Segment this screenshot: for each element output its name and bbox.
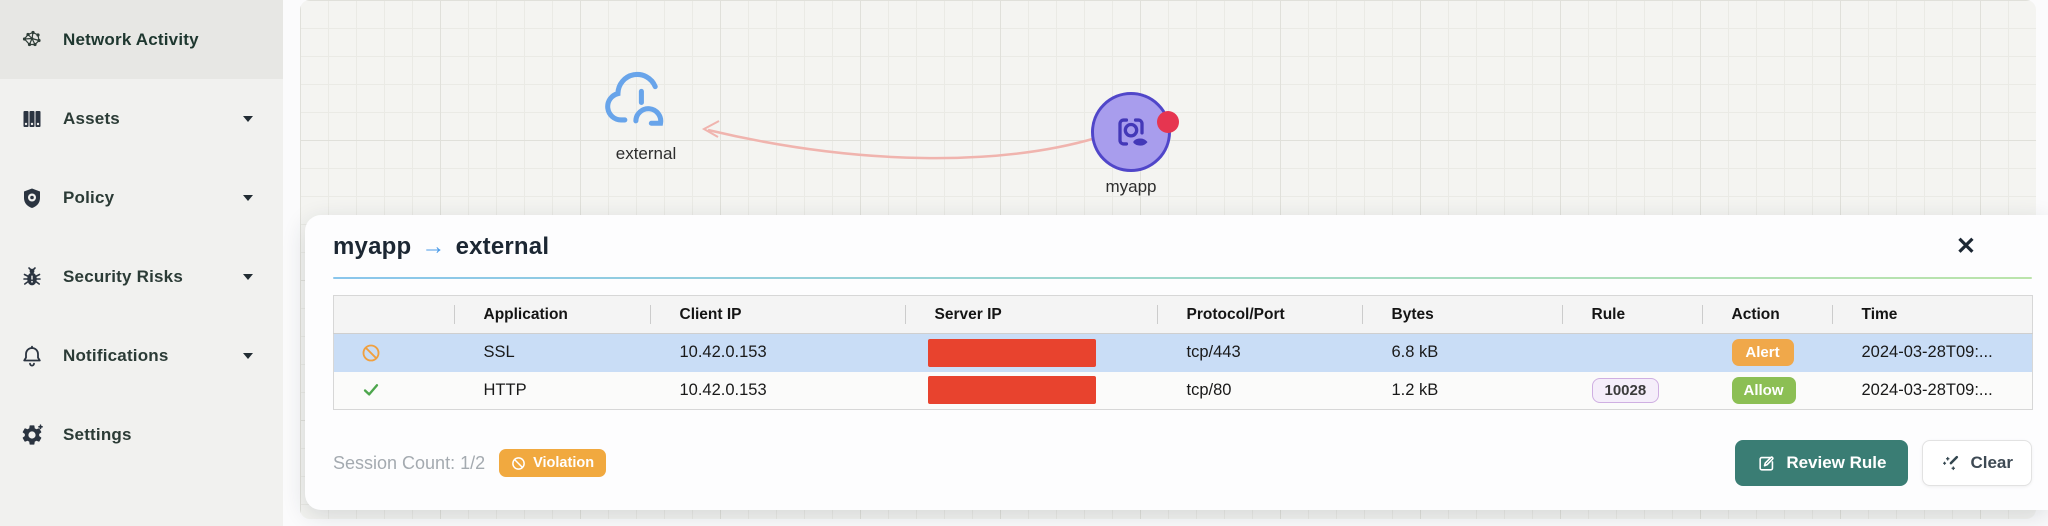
traffic-edge[interactable] xyxy=(707,128,1097,160)
col-header-protocol-port: Protocol/Port xyxy=(1156,295,1362,334)
cell-action: Alert xyxy=(1702,334,1832,372)
cell-rule: 10028 xyxy=(1562,372,1702,410)
close-button[interactable]: ✕ xyxy=(1955,233,1976,260)
sidebar-item-settings[interactable]: Settings xyxy=(0,395,283,474)
cell-server-ip xyxy=(905,334,1157,372)
sessions-table: Application Client IP Server IP Protocol… xyxy=(333,295,2033,410)
cell-bytes: 6.8 kB xyxy=(1391,343,1439,362)
sidebar-label: Network Activity xyxy=(63,29,199,49)
chevron-down-icon xyxy=(243,195,253,206)
chevron-down-icon xyxy=(243,353,253,364)
session-count-label: Session Count: 1/2 xyxy=(333,452,486,473)
sidebar-label: Policy xyxy=(63,187,115,207)
clear-label: Clear xyxy=(1970,453,2013,472)
title-source: myapp xyxy=(333,233,412,260)
sidebar-label: Settings xyxy=(63,424,132,444)
violation-label: Violation xyxy=(533,455,595,471)
col-header-rule: Rule xyxy=(1561,295,1702,334)
cell-protocol-port: tcp/443 xyxy=(1186,343,1241,362)
cell-client-ip: 10.42.0.153 xyxy=(679,380,767,399)
policy-shield-icon xyxy=(24,188,40,208)
cell-application: SSL xyxy=(483,343,515,362)
redacted-server-ip xyxy=(927,376,1096,405)
cell-time: 2024-03-28T09:... xyxy=(1861,380,1993,399)
sidebar-label: Security Risks xyxy=(63,266,183,286)
sidebar-item-security-risks[interactable]: Security Risks xyxy=(0,237,283,316)
assets-icon xyxy=(23,110,41,127)
network-brain-icon xyxy=(22,30,41,46)
magic-wand-icon xyxy=(1943,455,1959,470)
sidebar: Network Activity Assets Policy xyxy=(0,0,283,526)
table-row-http[interactable]: HTTP 10.42.0.153 tcp/80 1.2 kB 10028 All… xyxy=(333,371,2033,410)
cloud-icon xyxy=(605,72,664,126)
node-myapp[interactable]: myapp xyxy=(1089,92,1179,197)
alert-dot-badge xyxy=(1157,111,1179,133)
cell-protocol-port: tcp/80 xyxy=(1186,380,1232,399)
allow-badge: Allow xyxy=(1731,376,1796,404)
gear-icon xyxy=(22,423,43,445)
title-target: external xyxy=(455,233,550,260)
edit-pencil-icon xyxy=(1759,455,1774,471)
cell-bytes: 1.2 kB xyxy=(1391,380,1439,399)
cell-time: 2024-03-28T09:... xyxy=(1861,343,1993,362)
sessions-table-wrap: Application Client IP Server IP Protocol… xyxy=(333,295,2033,410)
panel-title: myapp → external xyxy=(333,233,549,261)
col-header-status xyxy=(333,295,454,334)
cell-application: HTTP xyxy=(483,380,527,399)
sidebar-label: Notifications xyxy=(63,345,169,365)
col-header-bytes: Bytes xyxy=(1361,295,1562,334)
container-scan-icon xyxy=(1118,118,1148,146)
table-row-ssl[interactable]: SSL 10.42.0.153 tcp/443 6.8 kB Alert 202… xyxy=(333,333,2033,372)
rule-id-badge: 10028 xyxy=(1591,377,1660,403)
col-header-server-ip: Server IP xyxy=(904,295,1157,334)
col-header-action: Action xyxy=(1701,295,1832,334)
edge-arrowhead-icon xyxy=(701,120,720,138)
status-cell xyxy=(334,372,454,410)
clear-button[interactable]: Clear xyxy=(1922,440,2032,486)
table-header-row: Application Client IP Server IP Protocol… xyxy=(333,295,2033,334)
cell-server-ip xyxy=(905,372,1157,410)
title-arrow-icon: → xyxy=(421,233,446,260)
node-label-myapp: myapp xyxy=(1105,177,1157,196)
session-detail-panel: myapp → external ✕ Application Client IP S… xyxy=(305,215,2048,510)
cell-client-ip: 10.42.0.153 xyxy=(679,343,767,362)
chevron-down-icon xyxy=(243,116,253,127)
sidebar-label: Assets xyxy=(63,108,120,128)
node-external[interactable]: external xyxy=(596,58,696,164)
bell-icon xyxy=(23,345,41,366)
redacted-server-ip xyxy=(927,338,1096,367)
col-header-application: Application xyxy=(453,295,650,334)
review-rule-label: Review Rule xyxy=(1786,453,1887,472)
panel-header: myapp → external ✕ xyxy=(333,221,2032,273)
gradient-divider xyxy=(333,277,2032,279)
sidebar-item-policy[interactable]: Policy xyxy=(0,158,283,237)
sidebar-item-notifications[interactable]: Notifications xyxy=(0,316,283,395)
allowed-check-icon xyxy=(363,384,379,396)
sidebar-item-assets[interactable]: Assets xyxy=(0,79,283,158)
cell-action: Allow xyxy=(1702,372,1832,410)
app-node-circle xyxy=(1091,92,1171,172)
sidebar-item-network-activity[interactable]: Network Activity xyxy=(0,0,283,79)
col-header-time: Time xyxy=(1831,295,2033,334)
bug-icon xyxy=(23,266,41,285)
violation-badge: Violation xyxy=(499,449,607,477)
status-cell xyxy=(334,334,454,372)
col-header-client-ip: Client IP xyxy=(649,295,905,334)
alert-badge: Alert xyxy=(1731,339,1794,367)
review-rule-button[interactable]: Review Rule xyxy=(1735,440,1909,486)
chevron-down-icon xyxy=(243,274,253,285)
panel-footer: Session Count: 1/2 Violation Review Rule xyxy=(333,440,2032,486)
violation-slash-icon xyxy=(512,456,525,470)
node-label-external: external xyxy=(615,144,677,163)
cell-rule xyxy=(1562,334,1702,372)
blocked-icon xyxy=(362,344,380,362)
